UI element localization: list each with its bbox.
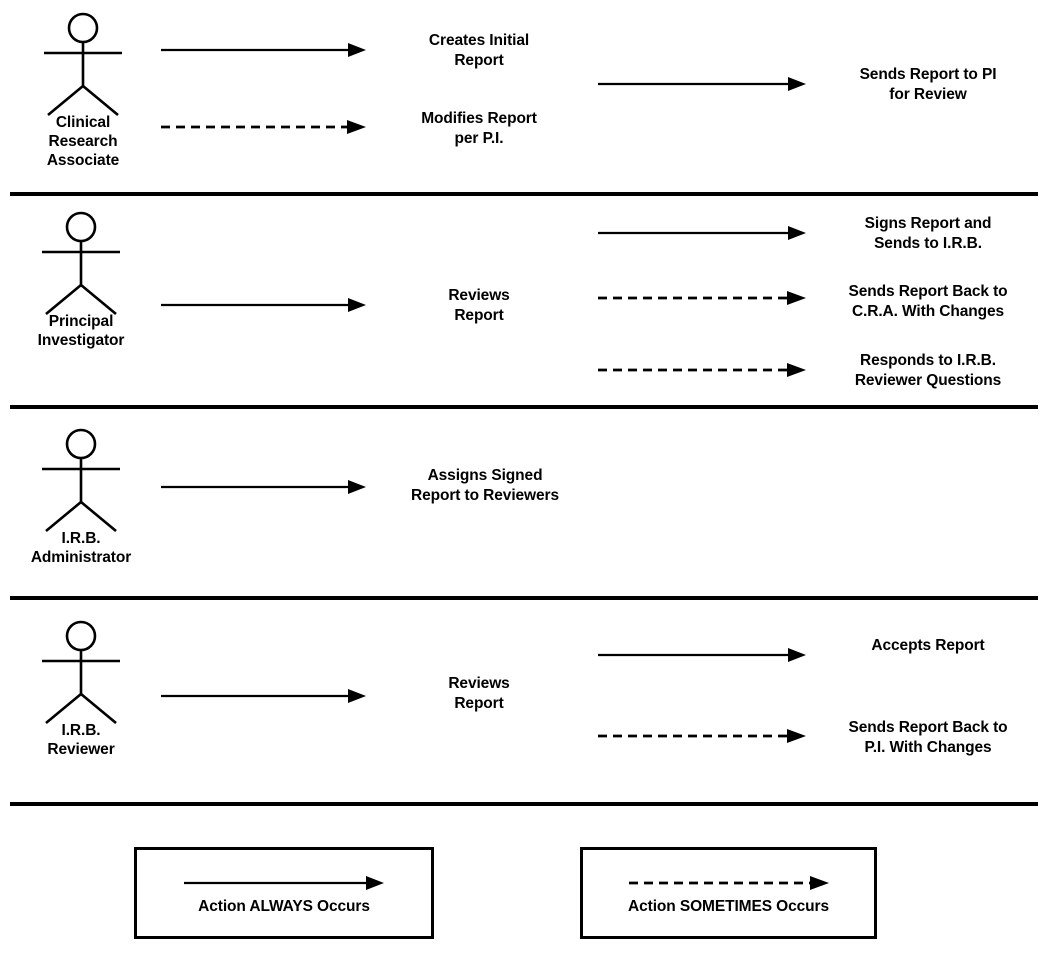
actor-clinical-research-associate: Clinical Research Associate <box>23 8 143 170</box>
actor-label: Principal Investigator <box>37 313 125 349</box>
caption-responds-to-irb-questions: Responds to I.R.B. Reviewer Questions <box>854 352 1002 389</box>
actor-irb-administrator: I.R.B. Administrator <box>21 424 141 567</box>
caption-reviews-report-pi: Reviews Report <box>448 287 510 324</box>
caption-creates-initial-report: Creates Initial Report <box>428 32 530 69</box>
actor-label: Clinical Research Associate <box>46 114 120 169</box>
actor-principal-investigator: Principal Investigator <box>21 207 141 350</box>
caption-accepts-report: Accepts Report <box>871 637 985 654</box>
arrow-assigns-signed-report <box>161 479 366 495</box>
stick-figure-icon <box>21 424 141 532</box>
arrow-sends-report-back-to-pi <box>598 728 806 744</box>
stick-figure-icon <box>23 8 143 116</box>
arrow-accepts-report <box>598 647 806 663</box>
arrow-sends-report-back-to-cra <box>598 290 806 306</box>
legend-always-box: Action ALWAYS Occurs <box>134 847 434 939</box>
caption-assigns-signed-report: Assigns Signed Report to Reviewers <box>411 467 559 504</box>
lane-divider-1 <box>10 192 1038 196</box>
actor-label: I.R.B. Reviewer <box>47 722 115 758</box>
caption-sends-report-back-to-cra: Sends Report Back to C.R.A. With Changes <box>848 283 1008 320</box>
caption-signs-report-sends-to-irb: Signs Report and Sends to I.R.B. <box>864 215 992 252</box>
actor-irb-reviewer: I.R.B. Reviewer <box>21 616 141 759</box>
arrow-reviews-report-reviewer <box>161 688 366 704</box>
caption-reviews-report-reviewer: Reviews Report <box>448 675 510 712</box>
lane-divider-4 <box>10 802 1038 806</box>
stick-figure-icon <box>21 207 141 315</box>
lane-divider-2 <box>10 405 1038 409</box>
caption-sends-report-to-pi: Sends Report to PI for Review <box>859 66 997 103</box>
lane-divider-3 <box>10 596 1038 600</box>
caption-sends-report-back-to-pi: Sends Report Back to P.I. With Changes <box>848 719 1008 756</box>
arrow-responds-to-irb-questions <box>598 362 806 378</box>
actor-label: I.R.B. Administrator <box>30 530 132 566</box>
arrow-modifies-report-per-pi <box>161 119 366 135</box>
arrow-sends-report-to-pi <box>598 76 806 92</box>
caption-modifies-report-per-pi: Modifies Report per P.I. <box>421 110 537 147</box>
legend-sometimes-box: Action SOMETIMES Occurs <box>580 847 877 939</box>
arrow-reviews-report-pi <box>161 297 366 313</box>
arrow-creates-initial-report <box>161 42 366 58</box>
stick-figure-icon <box>21 616 141 724</box>
arrow-signs-report-sends-to-irb <box>598 225 806 241</box>
solid-arrow-icon <box>137 876 431 890</box>
dashed-arrow-icon <box>583 876 874 890</box>
legend-sometimes-label: Action SOMETIMES Occurs <box>628 898 829 915</box>
legend-always-label: Action ALWAYS Occurs <box>198 898 370 915</box>
